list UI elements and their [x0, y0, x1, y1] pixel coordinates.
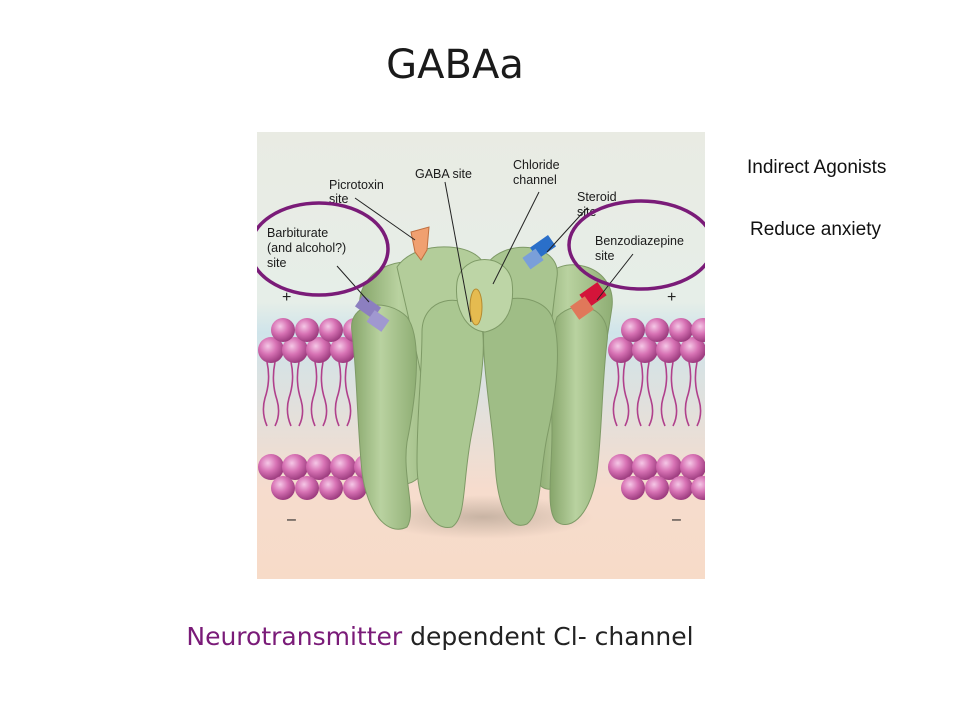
slide-caption: Neurotransmitter dependent Cl- channel: [0, 622, 880, 651]
steroid-site-marker: [522, 234, 557, 270]
slide-title: GABAa: [386, 42, 524, 88]
steroid-label-line2: site: [577, 205, 597, 219]
label-leader-lines: [336, 181, 634, 323]
reduce-anxiety-note: Reduce anxiety: [750, 219, 881, 240]
gaba-site-label: GABA site: [415, 167, 472, 181]
chloride-label-line1: Chloride: [513, 158, 560, 172]
indirect-agonists-note: Indirect Agonists: [747, 157, 887, 178]
gaba-site-marker: [469, 288, 483, 326]
minus-sign-left: –: [287, 511, 296, 528]
receptor-protein: [351, 246, 613, 530]
receptor-illustration: Picrotoxin site GABA site Chloride chann…: [257, 132, 705, 579]
caption-accent: Neurotransmitter: [186, 622, 403, 651]
barbiturate-site-marker: [354, 294, 390, 332]
plus-sign-left: +: [282, 289, 291, 306]
caption-rest: dependent Cl- channel: [402, 622, 694, 651]
picrotoxin-label-line1: Picrotoxin: [329, 178, 384, 192]
barbiturate-highlight-ring: [257, 201, 390, 297]
barbiturate-label-line3: site: [267, 256, 287, 270]
benzodiazepine-label-line1: Benzodiazepine: [595, 234, 684, 248]
picrotoxin-site-marker: [410, 226, 430, 261]
barbiturate-label-line2: (and alcohol?): [267, 241, 346, 255]
chloride-label-line2: channel: [513, 173, 557, 187]
plus-sign-right: +: [667, 289, 676, 306]
benzodiazepine-highlight-ring: [567, 199, 705, 291]
minus-sign-right: –: [672, 511, 681, 528]
steroid-label-line1: Steroid: [577, 190, 617, 204]
benzodiazepine-site-marker: [570, 282, 607, 320]
barbiturate-label-line1: Barbiturate: [267, 226, 328, 240]
gabaa-receptor-figure: Picrotoxin site GABA site Chloride chann…: [257, 132, 705, 579]
benzodiazepine-label-line2: site: [595, 249, 615, 263]
